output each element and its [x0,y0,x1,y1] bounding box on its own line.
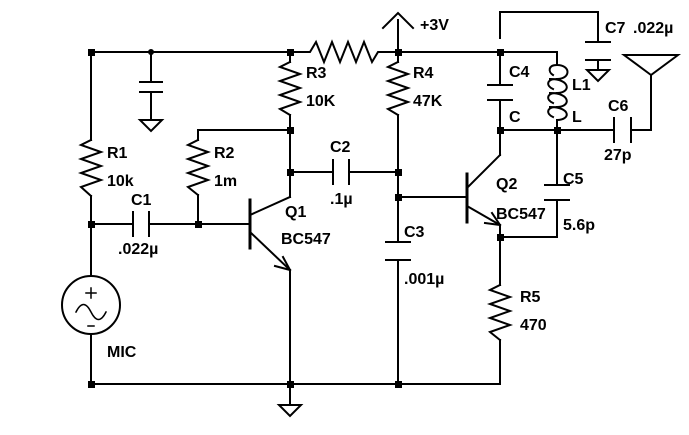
capacitor-c2-symbol [332,159,350,185]
r3-ref-label: R3 [306,65,327,82]
c5-value-label: 5.6p [563,217,596,234]
resistor-r4-symbol [384,60,412,117]
c6-ref-label: C6 [608,98,629,115]
q1-part-label: BC547 [281,231,331,248]
r1-ref-label: R1 [107,145,128,162]
capacitor-c4-symbol [487,84,513,101]
c4-ref-label: C4 [509,64,530,81]
resistor-r3-symbol [276,60,304,117]
capacitor-c7-symbol [585,41,611,61]
l1-ref-label: L1 [572,77,591,94]
c3-value-label: .001µ [404,271,445,288]
resistor-top-rail-symbol [289,39,386,65]
transistor-q1-symbol [248,195,292,272]
r4-value-label: 47K [413,93,443,110]
c6-value-label: 27p [604,147,632,164]
microphone-source-symbol [61,275,121,335]
r1-value-label: 10k [107,173,134,190]
capacitor-c5-symbol [544,184,570,201]
r2-ref-label: R2 [214,145,235,162]
capacitor-c1-symbol [132,211,150,237]
c2-ref-label: C2 [330,139,351,156]
c2-value-label: .1µ [330,191,353,208]
supply-voltage-label: +3V [420,17,449,34]
antenna-icon [620,54,682,77]
c7-ref-label: C7 [605,20,626,37]
resistor-r2-symbol [184,138,212,197]
supply-arrow-icon [381,11,415,30]
r3-value-label: 10K [306,93,336,110]
transistor-q2-symbol [465,153,502,227]
r5-value-label: 470 [520,317,547,334]
c5-ref-label: C5 [563,171,584,188]
capacitor-c3-symbol [385,241,411,261]
c4-value-label: C [509,109,521,126]
c1-ref-label: C1 [131,192,152,209]
r2-value-label: 1m [214,173,238,190]
l1-value-label: L [572,109,582,126]
ground-icon [584,69,612,83]
capacitor-c6-symbol [613,117,632,143]
capacitor-bypass-symbol [139,81,163,121]
q2-part-label: BC547 [496,206,546,223]
ground-icon [276,404,304,418]
c7-value-label: .022µ [633,20,674,37]
resistor-r5-symbol [486,283,514,342]
q2-ref-label: Q2 [496,176,518,193]
ground-icon [137,119,165,133]
r4-ref-label: R4 [413,65,434,82]
c3-ref-label: C3 [404,224,425,241]
r5-ref-label: R5 [520,289,541,306]
resistor-r1-symbol [77,138,105,198]
c1-value-label: .022µ [118,241,159,258]
q1-ref-label: Q1 [285,204,307,221]
mic-label: MIC [107,344,137,361]
inductor-l1-symbol [547,63,569,122]
